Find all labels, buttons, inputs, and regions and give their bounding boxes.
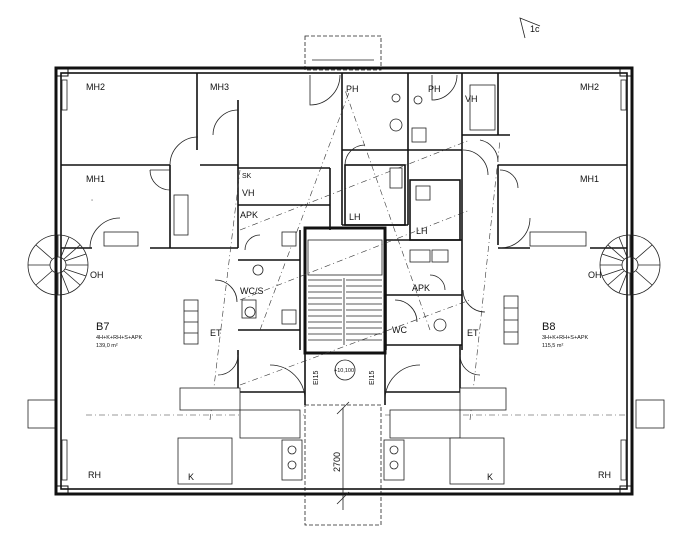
room-label-vh-left: VH: [242, 188, 255, 198]
room-label-oh-right: OH: [588, 270, 602, 280]
room-label-rh-right: RH: [598, 470, 611, 480]
room-label-et-right: ET: [467, 328, 479, 338]
room-label-mh2-right: MH2: [580, 82, 599, 92]
unit-id-b7: B7: [96, 321, 109, 333]
exterior-walls: [54, 66, 634, 496]
stair-door-label-left: EI15: [313, 370, 320, 385]
room-label-mh2-left: MH2: [86, 82, 105, 92]
main-stair: [307, 239, 383, 345]
corner-mark-symbol: [519, 17, 541, 39]
level-marker: [334, 359, 356, 381]
room-label-k-right: K: [487, 472, 493, 482]
room-label-wc: WC: [392, 325, 407, 335]
room-label-mh1-right: MH1: [580, 174, 599, 184]
room-label-apk-right: APK: [412, 283, 430, 293]
room-label-mh3: MH3: [210, 82, 229, 92]
spiral-stair-left: [27, 234, 89, 296]
room-label-ph-left: PH: [346, 84, 359, 94]
unit-type-b8: 3H+K+RH+S+APK: [542, 335, 588, 341]
unit-area-b8: 115,5 m²: [542, 343, 563, 349]
corner-mark-label: 1c: [530, 24, 540, 34]
room-label-apk-left: APK: [240, 210, 258, 220]
unit-id-b8: B8: [542, 321, 555, 333]
unit-type-b7: 4H+K+RH+S+APK: [96, 335, 142, 341]
room-label-lh-left: LH: [349, 212, 361, 222]
room-label-lh-right: LH: [416, 226, 428, 236]
room-label-mh1-left: MH1: [86, 174, 105, 184]
doors: [89, 74, 531, 401]
room-label-sk: SK: [242, 173, 252, 180]
room-label-oh-left: OH: [90, 270, 104, 280]
room-label-ph-right: PH: [428, 84, 441, 94]
stair-door-label-right: EI15: [369, 370, 376, 385]
service-lines: [86, 89, 628, 421]
fixtures: [61, 79, 627, 485]
unit-area-b7: 139,0 m²: [96, 343, 118, 349]
room-label-k-left: K: [188, 472, 194, 482]
room-label-wcs: WC/S: [240, 286, 264, 296]
spiral-stair-right: [599, 234, 661, 296]
room-label-vh-top: VH: [465, 94, 478, 104]
room-label-rh-left: RH: [88, 470, 101, 480]
dimension-label: 2700: [332, 452, 342, 472]
stair-level-label: +10,100: [334, 368, 354, 374]
dimension-line: [336, 401, 350, 510]
balcony-outlines: [27, 35, 665, 526]
room-label-et-left: ET: [210, 328, 222, 338]
interior-walls: [61, 73, 627, 405]
